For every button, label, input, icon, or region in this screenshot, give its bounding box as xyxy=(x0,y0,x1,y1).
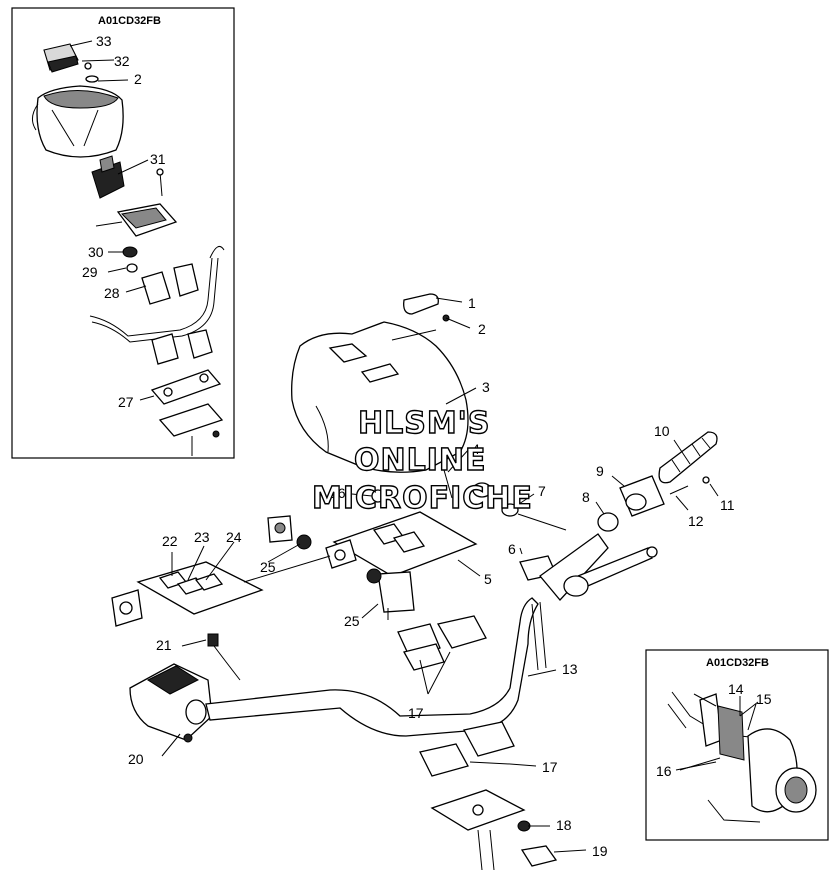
callout-7: 7 xyxy=(538,483,546,499)
callout-3: 3 xyxy=(482,379,490,395)
part-2-washer xyxy=(85,75,99,83)
part-base-plate-main xyxy=(430,789,526,871)
watermark-line-1: HLSM'S xyxy=(358,406,490,441)
callout-20: 20 xyxy=(128,751,144,767)
callout-29: 29 xyxy=(82,264,98,280)
callout-25a: 25 xyxy=(260,559,276,575)
part-27-holder xyxy=(150,369,222,405)
part-7-switch xyxy=(472,482,567,531)
callout-18: 18 xyxy=(556,817,572,833)
part-25-upper xyxy=(267,515,312,550)
part-25-lower xyxy=(366,568,415,620)
part-32-screw xyxy=(84,62,92,70)
part-mount-bracket xyxy=(95,203,178,237)
part-base-plate xyxy=(158,403,224,437)
callout-33: 33 xyxy=(96,33,112,49)
part-6-master-cylinder xyxy=(519,533,658,601)
callout-30: 30 xyxy=(88,244,104,260)
watermark-line-2: ONLINE xyxy=(354,443,487,478)
callout-16: 16 xyxy=(656,763,672,779)
part-5-plate xyxy=(325,511,478,577)
callout-27: 27 xyxy=(118,394,134,410)
callout-9: 9 xyxy=(596,463,604,479)
part-1-lens xyxy=(403,293,439,315)
callout-11: 11 xyxy=(720,497,735,513)
part-13-handlebar xyxy=(205,597,547,737)
callout-21: 21 xyxy=(156,637,172,653)
part-17-upper-clamps xyxy=(397,615,487,671)
part-10-grip xyxy=(658,431,718,484)
part-9-throttle xyxy=(619,475,665,517)
part-3-cover xyxy=(291,321,469,473)
part-17-lower-clamps xyxy=(419,721,515,777)
callout-31: 31 xyxy=(150,151,166,167)
callout-2b: 2 xyxy=(478,321,486,337)
part-4-bolt xyxy=(443,469,453,499)
callout-14: 14 xyxy=(728,681,744,697)
part-19-clip xyxy=(520,845,558,867)
watermark-line-3: MICROFICHE xyxy=(312,481,533,516)
watermark: HLSM'S ONLINE MICROFICHE xyxy=(311,405,533,516)
callout-25b: 25 xyxy=(344,613,360,629)
callout-28: 28 xyxy=(104,285,120,301)
callout-6: 6 xyxy=(508,541,516,557)
callout-1: 1 xyxy=(468,295,476,311)
callout-8: 8 xyxy=(582,489,590,505)
part-11-screw xyxy=(702,476,710,484)
leader-lines xyxy=(161,297,759,853)
part-29-washer xyxy=(126,263,138,273)
callout-26: 26 xyxy=(330,485,346,501)
callout-2: 2 xyxy=(134,71,142,87)
part-22-24-plate xyxy=(111,561,264,627)
callout-10: 10 xyxy=(654,423,670,439)
part-lower-clamps xyxy=(151,329,213,365)
callout-23: 23 xyxy=(194,529,210,545)
part-21-connector xyxy=(207,633,241,681)
inset-top-left: A01CD32FB xyxy=(11,7,235,459)
part-12-screw xyxy=(669,485,689,495)
callout-17a: 17 xyxy=(408,705,424,721)
callout-22: 22 xyxy=(162,533,178,549)
callout-24: 24 xyxy=(226,529,242,545)
inset-title: A01CD32FB xyxy=(98,15,161,27)
part-31-switch xyxy=(91,155,164,199)
callout-13: 13 xyxy=(562,661,578,677)
part-30-nut xyxy=(122,246,138,258)
callout-4: 4 xyxy=(472,441,480,457)
part-28-upper-clamps xyxy=(141,263,199,305)
part-20-switch-housing xyxy=(129,663,213,743)
part-headlight-cover xyxy=(32,85,124,158)
callout-17b: 17 xyxy=(542,759,558,775)
callout-15: 15 xyxy=(756,691,772,707)
callout-5: 5 xyxy=(484,571,492,587)
inset-bottom-right: A01CD32FB xyxy=(645,649,829,841)
callout-12: 12 xyxy=(688,513,704,529)
inset-title: A01CD32FB xyxy=(706,657,769,669)
part-33-cap xyxy=(43,43,79,73)
callout-19: 19 xyxy=(592,843,608,859)
callout-labels: 33 32 2 31 30 29 28 27 1 2 3 4 5 6 7 8 9… xyxy=(82,33,772,859)
part-8-spacer xyxy=(597,512,619,532)
callout-32: 32 xyxy=(114,53,130,69)
